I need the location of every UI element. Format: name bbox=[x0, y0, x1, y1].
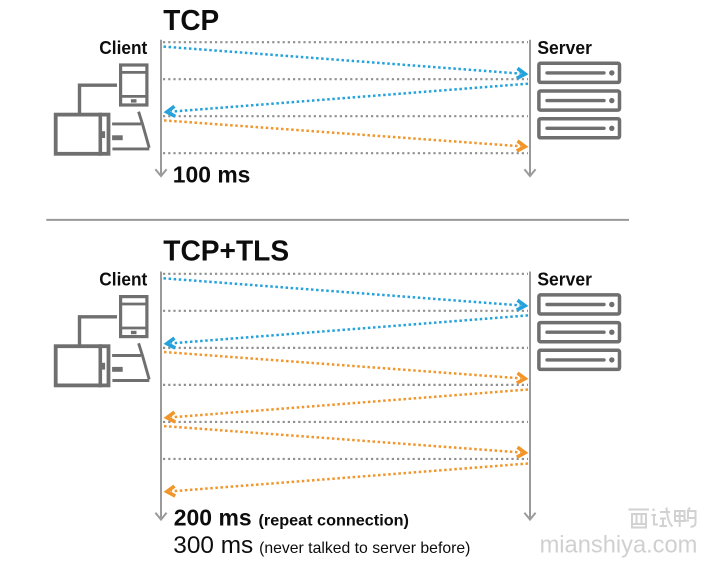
svg-text:(never talked to server before: (never talked to server before) bbox=[259, 540, 470, 557]
svg-text:(repeat connection): (repeat connection) bbox=[259, 512, 409, 529]
svg-text:Client: Client bbox=[99, 269, 147, 289]
svg-text:Server: Server bbox=[537, 269, 592, 289]
svg-text:TCP+TLS: TCP+TLS bbox=[163, 236, 289, 268]
svg-text:mianshiya.com: mianshiya.com bbox=[540, 533, 698, 559]
svg-text:200 ms: 200 ms bbox=[174, 504, 252, 530]
svg-text:TCP: TCP bbox=[163, 5, 219, 37]
svg-text:Server: Server bbox=[537, 38, 592, 58]
svg-text:300 ms: 300 ms bbox=[173, 532, 253, 559]
svg-text:Client: Client bbox=[99, 38, 147, 58]
svg-text:100 ms: 100 ms bbox=[173, 162, 251, 188]
